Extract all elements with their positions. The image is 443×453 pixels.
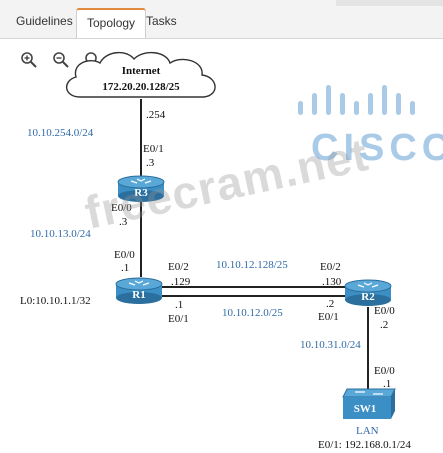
r2-e02-label: E0/2: [320, 261, 341, 273]
sw1-e00-ip: .1: [383, 378, 392, 390]
r2-e01-ip: .2: [326, 298, 335, 310]
network-label-13: 10.10.13.0/24: [30, 228, 91, 240]
tab-guidelines[interactable]: Guidelines: [16, 14, 73, 28]
r1-e00-ip: .1: [121, 262, 130, 274]
r1-e01-label: E0/1: [168, 313, 189, 325]
zoom-in-icon[interactable]: [20, 51, 38, 69]
switch-sw1-icon[interactable]: [341, 387, 397, 421]
sw1-lan-label: LAN: [356, 425, 379, 437]
tab-tasks[interactable]: Tasks: [146, 14, 177, 28]
r3-e00-label: E0/0: [111, 202, 132, 214]
topology-canvas[interactable]: CISCO Internet 172.20.20.128/25 .254 10.…: [0, 39, 443, 453]
router-r1-label: R1: [132, 289, 146, 301]
r2-e00-label: E0/0: [374, 305, 395, 317]
internet-label: Internet: [121, 65, 161, 77]
topology-links: [140, 99, 369, 391]
router-r3-icon[interactable]: [117, 175, 165, 203]
r2-e00-ip: .2: [380, 319, 389, 331]
network-label-12-128: 10.10.12.128/25: [216, 259, 288, 271]
r2-e02-ip: .130: [322, 276, 342, 288]
router-r2-icon[interactable]: [344, 279, 392, 307]
r3-e01-label: E0/1: [143, 143, 164, 155]
network-label-12-0: 10.10.12.0/25: [222, 307, 283, 319]
r1-e02-label: E0/2: [168, 261, 189, 273]
r1-loopback-label: L0:10.10.1.1/32: [20, 295, 91, 307]
tab-topology[interactable]: Topology: [76, 8, 147, 38]
router-r1-icon[interactable]: [115, 277, 163, 305]
tab-bar: Guidelines Topology Tasks: [0, 0, 443, 39]
top-strip: [336, 0, 443, 6]
zoom-out-icon[interactable]: [52, 51, 70, 69]
cisco-logo-icon: [298, 85, 415, 115]
internet-network: 172.20.20.128/25: [102, 81, 180, 93]
router-r2-label: R2: [361, 291, 375, 303]
internet-cloud-icon: [66, 52, 216, 98]
r1-e02-ip: .129: [171, 276, 191, 288]
r3-e00-ip: .3: [119, 216, 128, 228]
network-label-31: 10.10.31.0/24: [300, 339, 361, 351]
r3-e01-ip: .3: [146, 157, 155, 169]
network-label-254: 10.10.254.0/24: [27, 127, 94, 139]
router-r3-label: R3: [134, 187, 148, 199]
cisco-logo-text: CISCO: [311, 127, 443, 169]
sw1-e00-label: E0/0: [374, 365, 395, 377]
r1-e00-label: E0/0: [114, 249, 135, 261]
r2-e01-label: E0/1: [318, 311, 339, 323]
switch-sw1-label: SW1: [353, 403, 377, 415]
internet-if-ip: .254: [146, 109, 166, 121]
r1-e01-ip: .1: [175, 299, 184, 311]
sw1-e01-label: E0/1: 192.168.0.1/24: [318, 439, 411, 451]
